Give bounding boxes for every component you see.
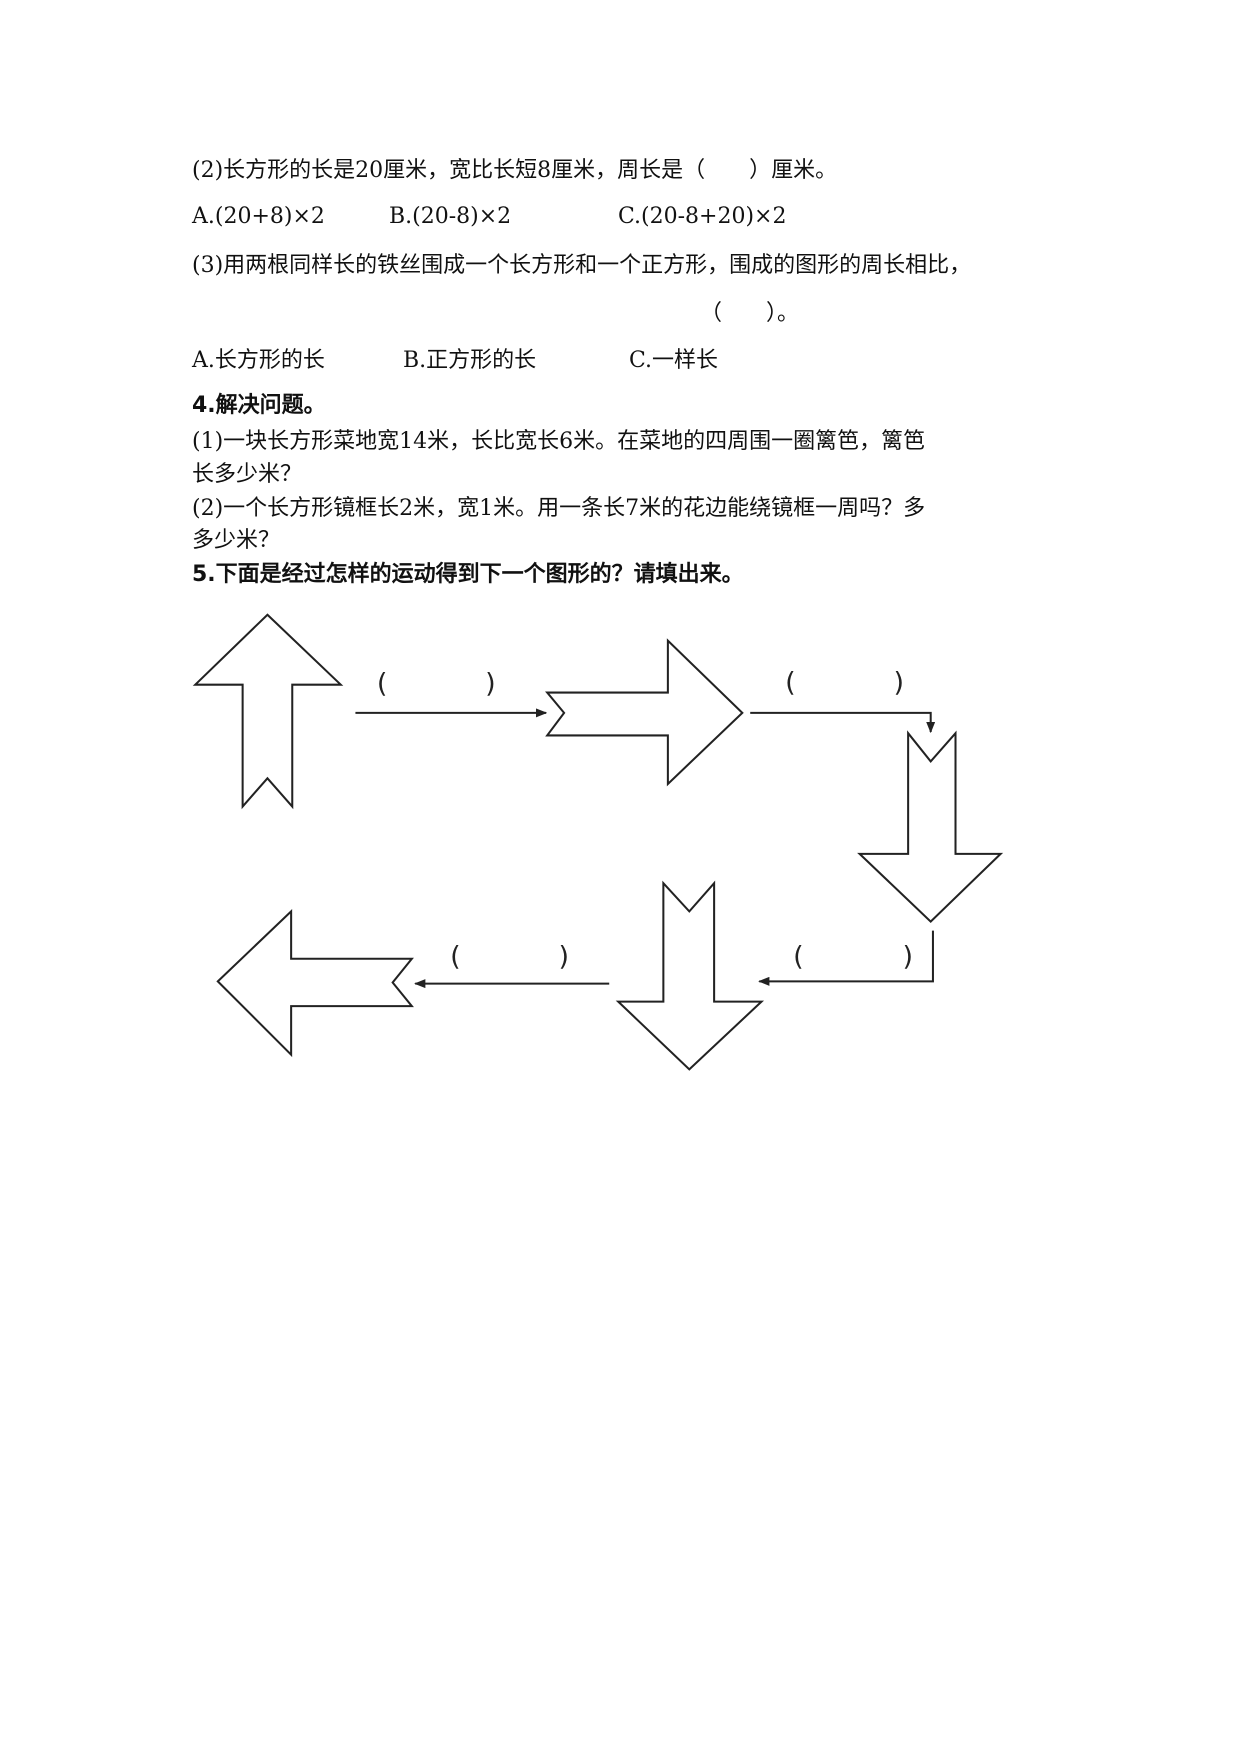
q3-item3-option-a: A.长方形的长 [192,348,325,373]
left-arrow-shape [216,909,414,1058]
down-arrow-shape-1 [857,730,1004,923]
q3-item2-option-b: B.(20-8)×2 [389,204,512,229]
right-arrow-shape [545,638,744,787]
blank-close-paren: ) [893,667,904,698]
answer-blank-2[interactable]: ( ) [785,667,904,698]
q4-item1-line2: 长多少米？ [192,462,303,487]
blank-open-paren: ( [377,669,388,700]
transition-arrow-3 [758,930,934,986]
q3-item3-blank[interactable]: （ ）。 [700,301,800,326]
answer-blank-3[interactable]: ( ) [793,942,913,973]
blank-close-paren: ) [485,669,496,700]
q4-item2-line2: 多少米？ [192,528,281,553]
q5-heading: 5.下面是经过怎样的运动得到下一个图形的？请填出来。 [192,562,744,587]
q3-item3-option-c: C.一样长 [629,348,719,373]
blank-open-paren: ( [785,667,796,698]
blank-close-paren: ) [558,942,569,973]
blank-open-paren: ( [450,942,461,973]
q3-item2-option-c: C.(20-8+20)×2 [618,204,787,229]
transition-arrow-2 [750,711,936,734]
q3-item2-question: (2)长方形的长是20厘米，宽比长短8厘米，周长是（ ）厘米。 [192,158,838,183]
blank-open-paren: ( [793,942,804,973]
q4-item1-line1: (1)一块长方形菜地宽14米，长比宽长6米。在菜地的四周围一圈篱笆，篱笆 [192,429,926,454]
down-arrow-shape-2 [615,880,765,1071]
q3-item3-option-b: B.正方形的长 [403,348,537,373]
answer-blank-4[interactable]: ( ) [450,942,569,973]
q3-item3-question: (3)用两根同样长的铁丝围成一个长方形和一个正方形，围成的图形的周长相比， [192,253,972,278]
up-arrow-shape [192,613,344,810]
q4-heading: 4.解决问题。 [192,393,326,418]
answer-blank-1[interactable]: ( ) [377,669,496,700]
q3-item2-option-a: A.(20+8)×2 [192,204,325,229]
blank-close-paren: ) [902,942,913,973]
q4-item2-line1: (2)一个长方形镜框长2米，宽1米。用一条长7米的花边能绕镜框一周吗？多 [192,496,926,521]
